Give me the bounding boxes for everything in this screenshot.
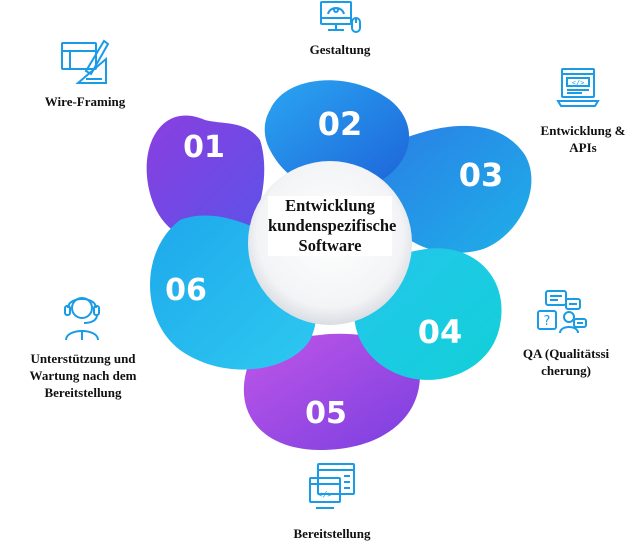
center-title: Entwicklung kundenspezifische Software <box>268 196 397 256</box>
step-number-01: 01 <box>183 130 225 165</box>
step-label-06: Unterstützung und Wartung nach dem Berei… <box>29 351 137 400</box>
svg-text:?: ? <box>544 314 551 329</box>
petal-01 <box>146 115 265 244</box>
code-laptop-icon: </> <box>556 68 600 107</box>
step-label-04: QA (Qualitätssicherung) <box>522 346 610 378</box>
step-label-05: Bereitstellung <box>293 526 371 541</box>
support-headset-icon <box>64 297 100 341</box>
design-monitor-icon <box>320 1 361 33</box>
step-number-05: 05 <box>305 396 347 431</box>
petal-02 <box>264 80 410 193</box>
question-chat-icon: ? <box>537 290 587 334</box>
step-number-02: 02 <box>318 105 363 143</box>
petal-05 <box>243 333 420 450</box>
step-number-06: 06 <box>165 273 207 308</box>
step-label-01: Wire-Framing <box>44 94 126 109</box>
step-label-03: Entwicklung & APIs <box>540 123 626 155</box>
svg-text:</>: </> <box>572 79 585 87</box>
svg-text:</>: </> <box>318 490 333 499</box>
petal-03 <box>380 125 532 254</box>
deployment-browser-icon: </> <box>309 463 355 509</box>
step-label-02: Gestaltung <box>309 42 371 57</box>
step-number-03: 03 <box>459 156 504 194</box>
step-number-04: 04 <box>418 313 463 351</box>
wireframe-drawing-icon <box>61 39 110 84</box>
